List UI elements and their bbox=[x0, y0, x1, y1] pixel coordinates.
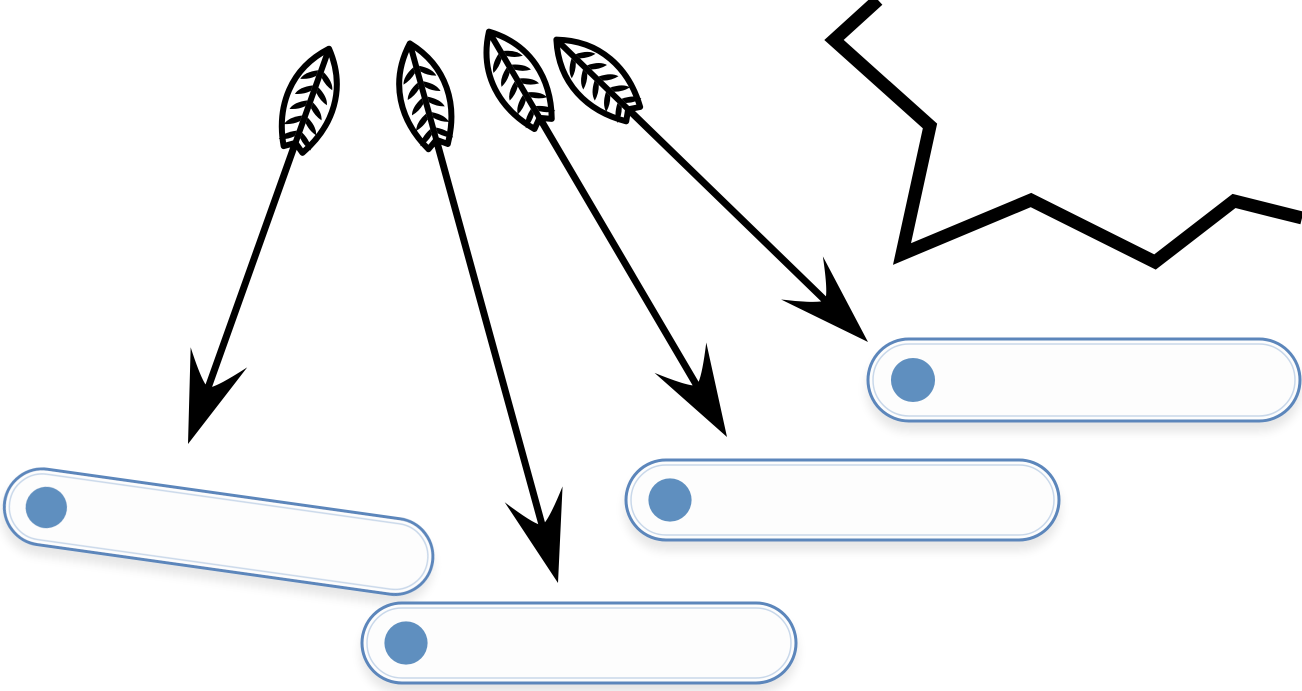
bar-knob bbox=[384, 621, 427, 664]
bar-track bbox=[0, 464, 438, 599]
arrow-fletching bbox=[271, 41, 352, 158]
arrow-icon bbox=[160, 39, 358, 454]
zigzag-line bbox=[834, 0, 1302, 262]
arrow-fletching bbox=[468, 20, 563, 137]
arrow-fletching bbox=[387, 37, 462, 153]
rounded-bar-with-circle bbox=[0, 464, 438, 599]
rounded-bar-with-circle bbox=[362, 603, 796, 683]
rounded-bar-with-circle bbox=[626, 460, 1059, 540]
bar-knob bbox=[891, 358, 935, 402]
arrow-icon bbox=[535, 18, 888, 363]
arrow-icon bbox=[381, 35, 587, 590]
bar-knob bbox=[648, 478, 691, 521]
rounded-bar-with-circle bbox=[868, 339, 1300, 421]
